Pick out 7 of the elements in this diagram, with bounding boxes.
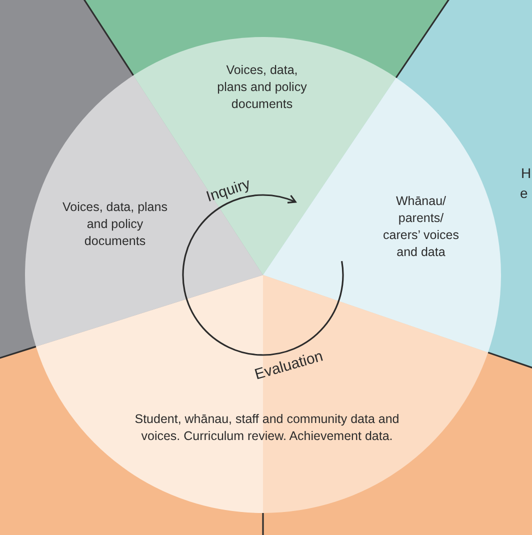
sector-text: Voices, data, plans and policy documents: [216, 62, 308, 113]
cycle-label: Inquiry: [204, 174, 254, 208]
sector-text: Voices, data, plans and policy documents: [56, 199, 174, 250]
side-label: H: [521, 164, 532, 183]
sector-text: Student, whānau, staff and community data and voices. Curriculum review. Achievement data.: [133, 411, 401, 445]
side-label: e: [520, 184, 528, 203]
sector-text: Whānau/ parents/ carers’ voices and data: [378, 193, 464, 261]
